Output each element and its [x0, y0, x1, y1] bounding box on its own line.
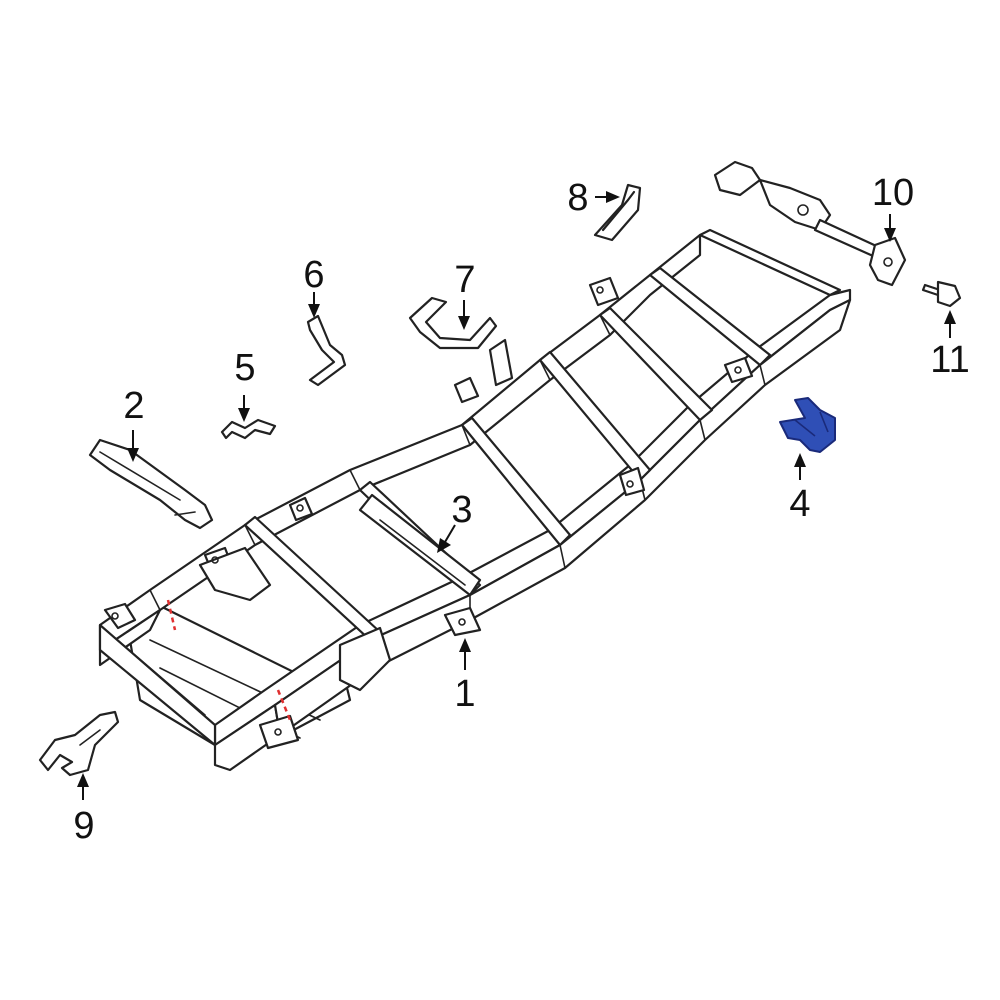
part-7-bracket[interactable] — [408, 296, 498, 350]
callout-leaders — [77, 191, 956, 800]
part-2-bracket[interactable] — [88, 438, 214, 530]
callout-1: 1 — [454, 673, 475, 715]
callout-6: 6 — [303, 254, 324, 296]
part-1-frame[interactable] — [98, 228, 852, 772]
callout-10: 10 — [872, 172, 914, 214]
callout-11: 11 — [930, 339, 969, 381]
part-8-bracket[interactable] — [593, 183, 642, 242]
callout-3: 3 — [451, 489, 472, 531]
part-10-shaft[interactable] — [713, 160, 907, 287]
callout-5: 5 — [234, 347, 255, 389]
callout-2: 2 — [123, 385, 144, 427]
part-4-highlighted-bracket[interactable] — [779, 397, 836, 453]
part-6-bracket[interactable] — [306, 314, 347, 387]
callout-8: 8 — [567, 177, 588, 219]
callout-4: 4 — [789, 483, 810, 525]
part-9-hook[interactable] — [38, 710, 120, 777]
part-5-clip[interactable] — [220, 418, 277, 440]
callout-9: 9 — [73, 805, 94, 847]
part-11-bolt[interactable] — [921, 280, 962, 308]
callout-7: 7 — [454, 259, 475, 301]
